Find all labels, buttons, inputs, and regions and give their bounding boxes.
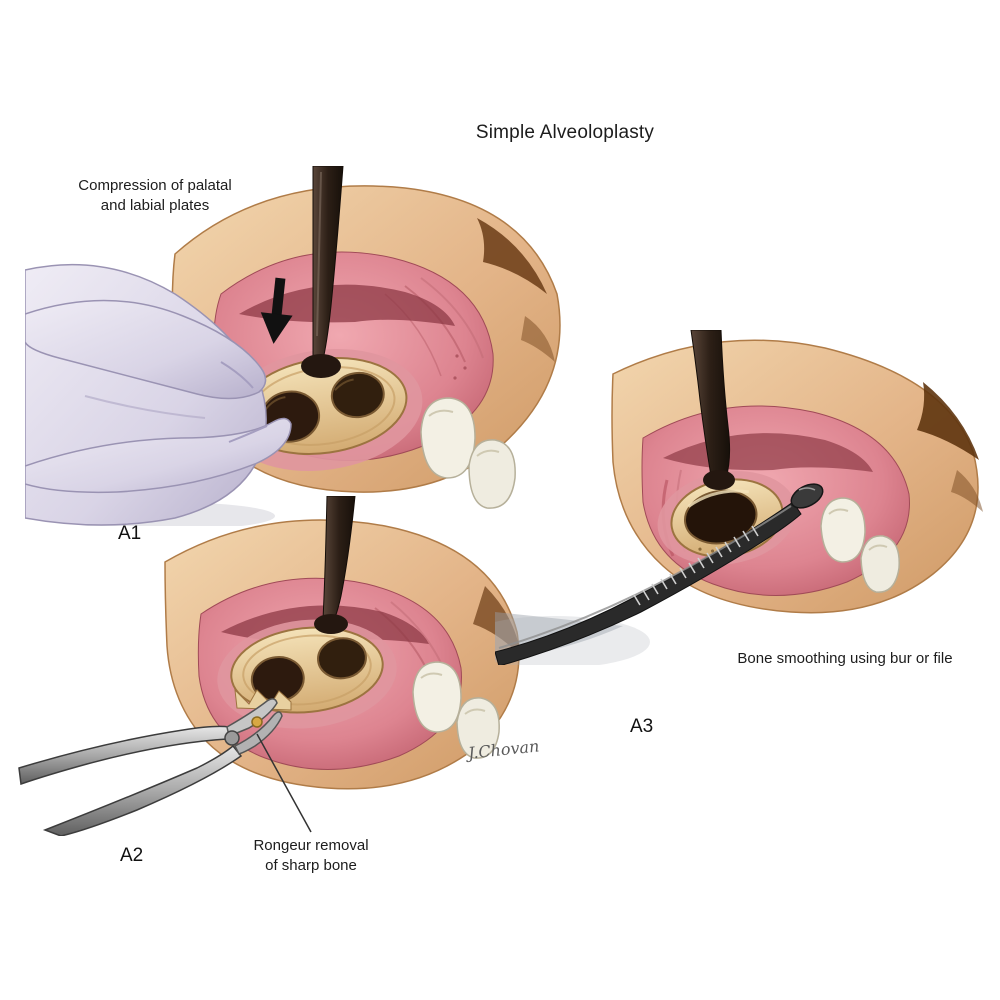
sharp-bone-edge	[234, 688, 292, 711]
caption-a1-line1: Compression of palatal	[78, 177, 232, 194]
retractor-handle	[690, 330, 735, 490]
panel-label-a1: A1	[118, 523, 142, 544]
bone-file	[495, 483, 824, 665]
bone-fragment	[251, 716, 263, 728]
caption-a2-line2: of sharp bone	[265, 856, 357, 874]
leader-line	[256, 733, 312, 833]
caption-a1-line2: and labial plates	[100, 196, 210, 214]
periosteal-elevator	[314, 496, 356, 634]
upper-teeth	[820, 497, 900, 593]
rongeur-forceps	[18, 698, 283, 836]
caption-a2-line1: Rongeur removal	[253, 837, 369, 854]
panel-label-a3: A3	[630, 716, 654, 737]
caption-a3: Bone smoothing using bur or file	[737, 650, 953, 667]
upper-teeth	[420, 397, 516, 509]
panel-label-a2: A2	[120, 845, 144, 866]
caption-a1: Compression of palatal and labial plates	[55, 176, 255, 216]
down-arrow-icon	[260, 277, 293, 344]
periosteal-elevator	[301, 166, 344, 378]
gloved-hand	[25, 263, 292, 526]
upper-teeth	[412, 661, 500, 759]
panel-a2-illustration	[18, 496, 521, 836]
extraction-sockets	[230, 626, 384, 714]
panel-a1-illustration	[25, 166, 561, 526]
figure-title: Simple Alveoloplasty	[475, 122, 655, 143]
file-serrations	[633, 525, 759, 606]
panel-a3-illustration	[495, 330, 983, 665]
caption-a2: Rongeur removal of sharp bone	[226, 836, 396, 876]
